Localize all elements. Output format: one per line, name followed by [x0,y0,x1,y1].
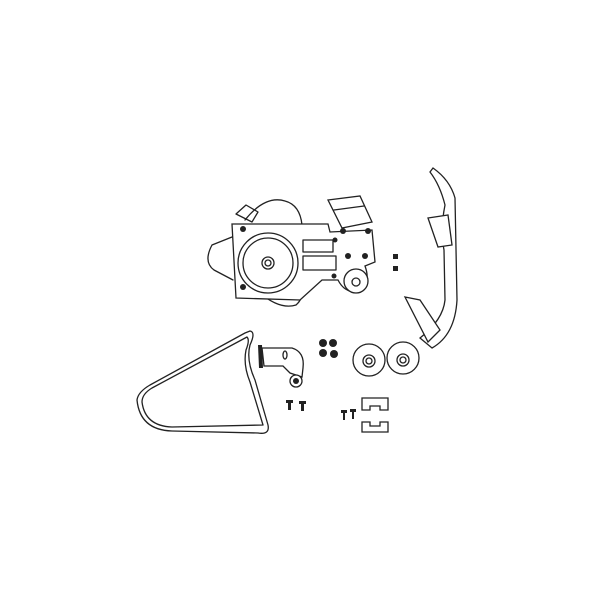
screws [286,400,356,420]
drive-belt [136,330,269,434]
clips [361,397,389,433]
screw-holes [240,226,371,290]
pulleys [352,341,420,377]
tensioner-bracket [258,345,304,388]
hex-nuts [319,339,338,358]
curved-cover [403,167,458,349]
main-drive-assembly [207,195,376,307]
square-nuts [393,254,398,271]
